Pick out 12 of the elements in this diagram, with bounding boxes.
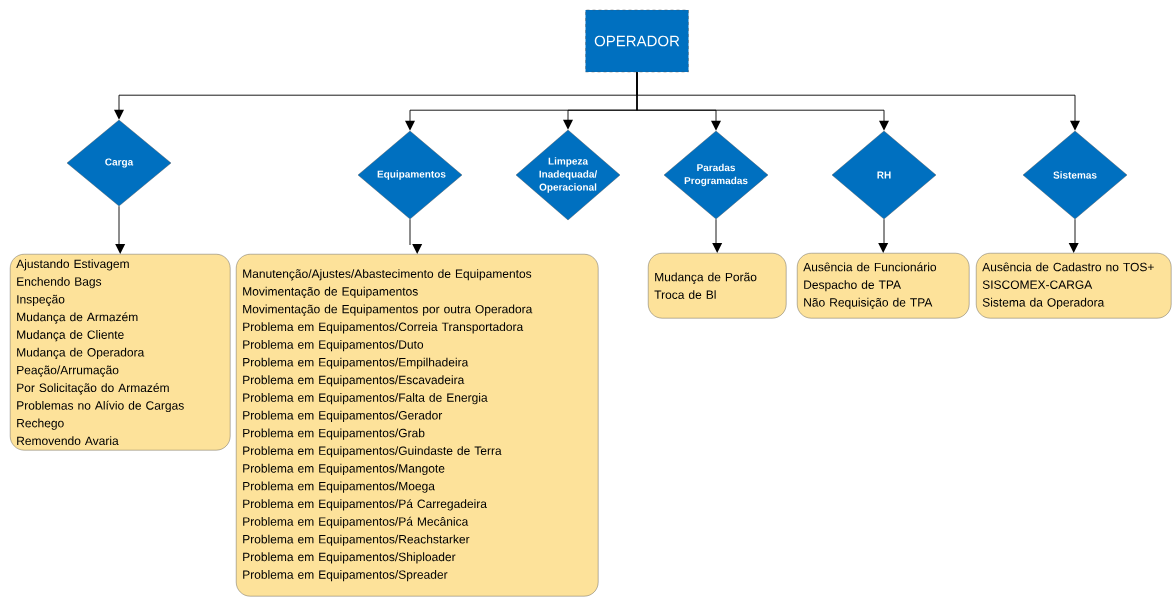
list-box: Ausência de Cadastro no TOS+ SISCOMEX-CARGA Sistema da Operadora: [976, 253, 1172, 319]
title-box: OPERADOR: [585, 9, 689, 73]
arrow: [409, 218, 423, 254]
list-box: Ajustando Estivagem Enchendo Bags Inspeção Mudança de Armazém Mudança de Cliente Mudança de Operadora Peação/Arrumação Por Solicitação do Armazém Problemas no Alívio de Cargas Rechego Removendo Avaria: [10, 254, 231, 451]
arrow: [878, 218, 889, 253]
arrow: [712, 218, 723, 253]
arrow: [1068, 218, 1079, 253]
list-box: Ausência de Funcionário Despacho de TPA Não Requisição de TPA: [797, 253, 970, 319]
list-box: Mudança de Porão Troca de Bl: [648, 253, 787, 319]
list-box: Manutenção/Ajustes/Abastecimento de Equipamentos Movimentação de Equipamentos Movimentação de Equipamentos por outra Operadora Problema em Equipamentos/Correia Transportadora Problema em Equipamentos/Duto Problema em Equipamentos/Empilhadeira Problema em Equipamentos/Escavadeira Problema em Equipamentos/Falta de Energia Problema em Equipamentos/Gerador Problema em Equipamentos/Grab Problema em Equipamentos/Guindaste de Terra Problema em Equipamentos/Mangote Problema em Equipamentos/Moega Problema em Equipamentos/Pá Carregadeira Problema em Equipamentos/Pá Mecânica Problema em Equipamentos/Reachstarker Problema em Equipamentos/Shiploader Problema em Equipamentos/Spreader: [236, 254, 599, 597]
arrow: [115, 205, 126, 254]
arrow: [636, 71, 1080, 131]
